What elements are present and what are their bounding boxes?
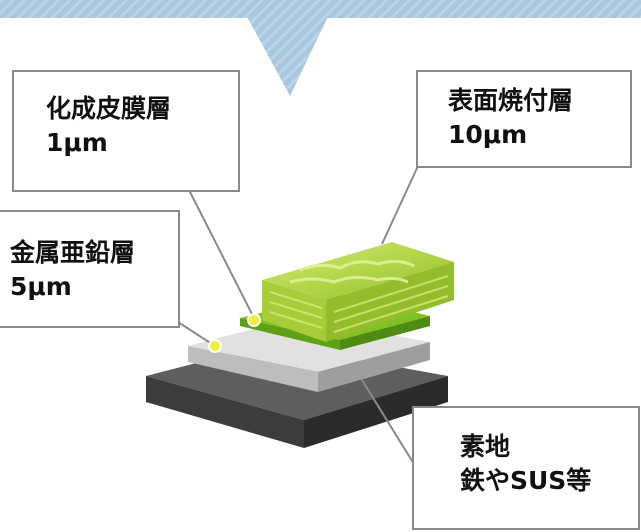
conversion-film-label-box: 化成皮膜層 1μm (12, 70, 240, 192)
header-banner (0, 0, 641, 96)
topcoat-thickness: 10μm (448, 120, 528, 149)
substrate-label-box: 素地 鉄やSUS等 (412, 406, 640, 530)
topcoat-name: 表面焼付層 (448, 86, 574, 115)
conversion-marker (247, 313, 261, 327)
zinc-marker (208, 339, 222, 353)
substrate-material: 鉄やSUS等 (460, 466, 592, 495)
topcoat-block (262, 242, 454, 342)
zinc-layer-thickness: 5μm (10, 272, 72, 301)
topcoat-label-box: 表面焼付層 10μm (416, 70, 632, 168)
leader-lines (177, 165, 419, 465)
zinc-layer-label-box: 金属亜鉛層 5μm (0, 210, 180, 328)
conversion-film-thickness: 1μm (46, 128, 108, 157)
substrate-name: 素地 (460, 432, 511, 461)
conversion-film-name: 化成皮膜層 (46, 94, 172, 123)
zinc-layer-name: 金属亜鉛層 (10, 238, 136, 267)
